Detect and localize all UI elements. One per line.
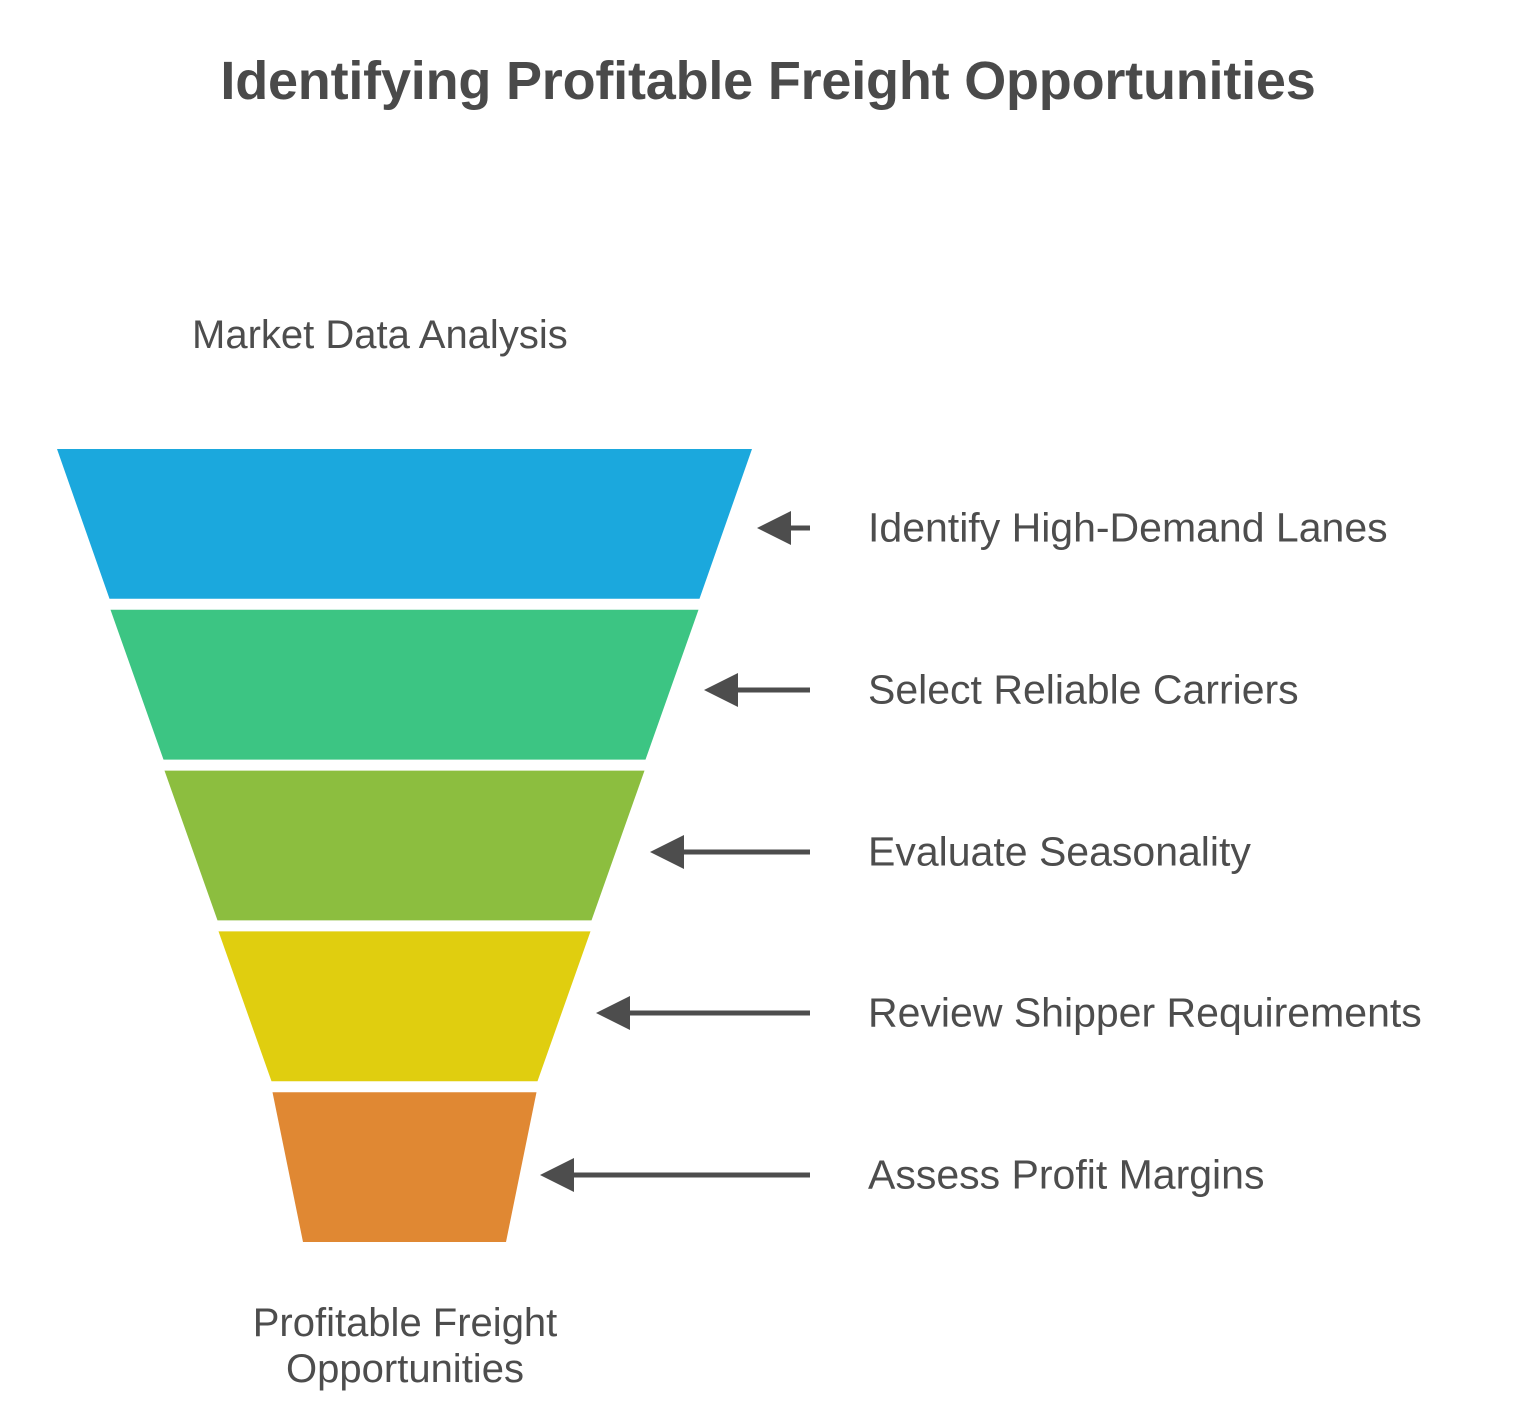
funnel-bottom-label: Profitable Freight Opportunities: [120, 1300, 690, 1392]
arrow-head-2: [704, 673, 738, 707]
arrow-head-3: [650, 835, 684, 869]
arrow-head-4: [596, 996, 630, 1030]
funnel-segments-group: [57, 449, 752, 1242]
funnel-stage-label-3: Evaluate Seasonality: [868, 828, 1251, 875]
funnel-segment-3[interactable]: [164, 770, 645, 921]
funnel-stage-label-1: Identify High-Demand Lanes: [868, 504, 1388, 551]
funnel-bottom-label-line-2: Opportunities: [286, 1347, 524, 1391]
funnel-stage-label-5: Assess Profit Margins: [868, 1151, 1265, 1198]
funnel-segment-1[interactable]: [57, 449, 752, 599]
arrow-head-5: [540, 1158, 574, 1192]
funnel-segment-5[interactable]: [272, 1092, 537, 1242]
funnel-segment-2[interactable]: [110, 609, 699, 760]
funnel-top-label: Market Data Analysis: [192, 313, 568, 357]
arrow-head-1: [757, 511, 791, 545]
funnel-bottom-label-line-1: Profitable Freight: [252, 1301, 558, 1345]
funnel-arrows-group: [540, 511, 810, 1192]
funnel-stage-label-4: Review Shipper Requirements: [868, 989, 1422, 1036]
funnel-segment-4[interactable]: [218, 931, 591, 1082]
page-title: Identifying Profitable Freight Opportuni…: [220, 51, 1316, 111]
funnel-stage-label-2: Select Reliable Carriers: [868, 666, 1299, 713]
